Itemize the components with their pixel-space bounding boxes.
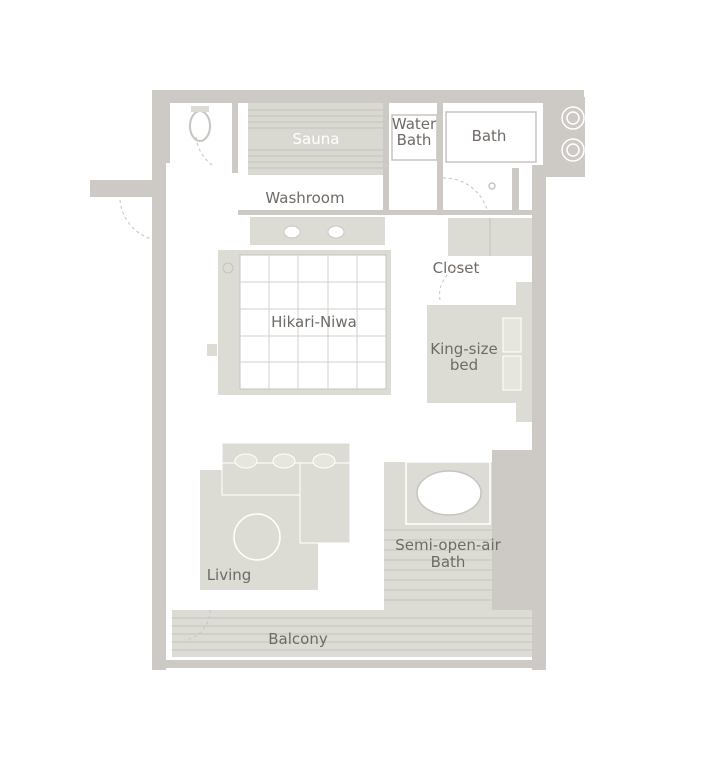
bath-label: Bath [472, 127, 507, 145]
wall-shaft [543, 97, 585, 177]
fixture-icon [222, 262, 234, 274]
living-room: Living [200, 442, 351, 590]
bath-room: Bath [442, 111, 537, 214]
wall-entrance-stub [90, 180, 166, 197]
semi-open-label-line1: Semi-open-air [395, 536, 501, 554]
bath-door-swing [442, 177, 489, 214]
washroom-label: Washroom [265, 189, 344, 207]
balcony-rail [172, 657, 532, 660]
toilet-icon [189, 110, 211, 142]
fixture-small-icon [207, 344, 217, 356]
sauna-wall-right [383, 103, 389, 213]
toilet-room [166, 103, 238, 173]
sink-icon-left [283, 225, 301, 239]
toilet-partition [166, 103, 170, 163]
sauna-floor [248, 103, 383, 175]
toilet-tank-icon [191, 106, 209, 112]
wall-bottom [152, 660, 546, 668]
bedroom: King-size bed [427, 282, 532, 422]
toilet-door-swing [195, 134, 213, 166]
shower-head-icon [488, 182, 496, 190]
sofa-chaise [299, 462, 351, 544]
semi-open-air-bath: Semi-open-air Bath [384, 461, 502, 610]
deck-lines [384, 529, 492, 601]
bathtub [445, 111, 537, 163]
outer-walls [90, 90, 585, 670]
outdoor-tub-basin [416, 470, 482, 516]
pillow-icon-bottom [502, 355, 522, 391]
wall-right-pillar [492, 450, 546, 630]
hikari-niwa: Hikari-Niwa [207, 250, 391, 395]
bath-partition [512, 168, 519, 213]
wall-left [152, 90, 166, 670]
water-bath-label-line2: Bath [397, 131, 432, 149]
shaft-decoration [561, 106, 585, 162]
sofa-cushion-icon-1 [234, 453, 258, 469]
water-bath-wall-right [437, 103, 443, 213]
wall-top [152, 90, 584, 103]
washroom-wall-bottom [238, 210, 533, 215]
balcony-deck-lines [172, 617, 532, 651]
sauna-bench-lines [248, 109, 383, 169]
sauna-room: Sauna [248, 103, 389, 213]
closet: Closet [433, 218, 532, 301]
living-label: Living [207, 566, 252, 584]
balcony-door-swing [184, 609, 211, 641]
hikari-niwa-floor [239, 254, 387, 390]
sofa-cushion-icon-2 [272, 453, 296, 469]
vanity-counter [250, 217, 385, 245]
coffee-table [233, 513, 281, 561]
washroom: Washroom [119, 189, 533, 245]
balcony: Balcony [172, 609, 532, 660]
semi-open-label-line2: Bath [431, 553, 466, 571]
sink-icon-right [327, 225, 345, 239]
sauna-label: Sauna [293, 130, 340, 148]
water-bath-label-line1: Water [392, 115, 437, 133]
pillow-icon-top [502, 317, 522, 353]
bed-label-line2: bed [450, 356, 478, 374]
water-bath-room: Water Bath [391, 103, 443, 213]
sofa-cushion-icon-3 [312, 453, 336, 469]
balcony-label: Balcony [268, 630, 328, 648]
hikari-niwa-label: Hikari-Niwa [271, 313, 357, 331]
toilet-wall-right [232, 103, 238, 173]
closet-door-swing [439, 264, 471, 301]
hikari-niwa-grid [240, 255, 386, 389]
bed-label-line1: King-size [430, 340, 498, 358]
entry-door-swing [119, 199, 156, 241]
